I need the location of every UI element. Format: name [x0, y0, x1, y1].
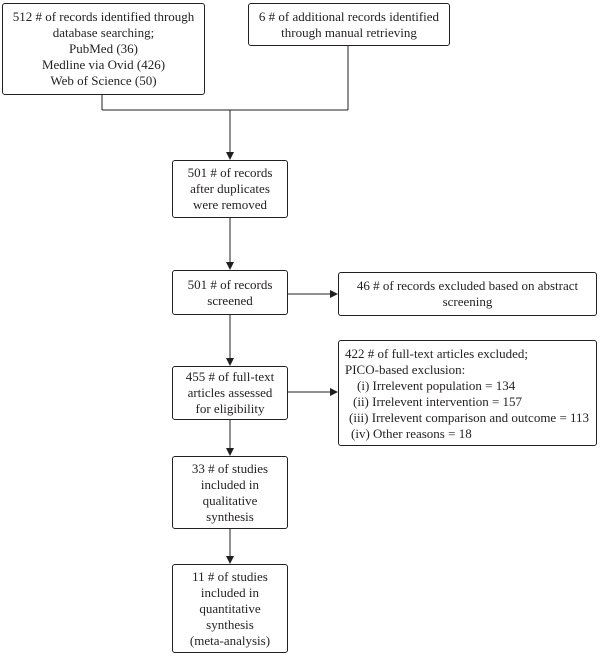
- additional-records-box: 6 # of additional records identified thr…: [248, 3, 450, 46]
- exclusion-item: (iv) Other reasons = 18: [351, 426, 472, 441]
- box-text-line: 455 # of full-text: [185, 369, 275, 384]
- box-text-line: 46 # of records excluded based on abstra…: [356, 278, 579, 293]
- fulltext-assessed-box: 455 # of full-text articles assessed for…: [172, 366, 288, 420]
- box-text-line: (meta-analysis): [189, 632, 271, 648]
- box-text-line: through manual retrieving: [281, 24, 417, 40]
- box-title-line: 422 # of full-text articles excluded;: [345, 346, 529, 361]
- qualitative-synthesis-box: 33 # of studies included in qualitative …: [172, 456, 288, 529]
- box-text-line: after duplicates: [190, 181, 270, 196]
- box-text-line: articles assessed: [187, 385, 273, 400]
- box-text-line: synthesis: [206, 616, 254, 632]
- box-text-line: quantitative: [199, 600, 261, 616]
- box-text-line: 11 # of studies: [192, 568, 268, 584]
- excluded-fulltext-box: 422 # of full-text articles excluded; PI…: [338, 340, 597, 446]
- quantitative-synthesis-box: 11 # of studies included in quantitative…: [172, 564, 288, 653]
- box-text-line: were removed: [193, 197, 267, 212]
- box-text-line: for eligibility: [195, 401, 265, 416]
- box-text-line: 512 # of records identified through: [12, 9, 195, 24]
- box-text-line: synthesis: [206, 508, 254, 524]
- box-text-line: Web of Science (50): [50, 73, 157, 88]
- excluded-abstract-box: 46 # of records excluded based on abstra…: [338, 272, 597, 316]
- duplicates-removed-box: 501 # of records after duplicates were r…: [172, 160, 288, 218]
- box-text-line: included in: [200, 584, 260, 600]
- box-text-line: screened: [207, 292, 253, 308]
- box-text-line: screening: [442, 294, 493, 309]
- box-text-line: 501 # of records: [187, 276, 273, 292]
- exclusion-item: (ii) Irrelevent intervention = 157: [353, 394, 523, 409]
- exclusion-item: (iii) Irrelevent comparison and outcome …: [349, 410, 590, 425]
- exclusion-item: (i) Irrelevent population = 134: [357, 378, 516, 393]
- records-identified-box: 512 # of records identified through data…: [2, 3, 205, 95]
- box-text-line: included in: [200, 476, 260, 492]
- box-text-line: Medline via Ovid (426): [41, 57, 166, 72]
- box-text-line: database searching;: [52, 25, 155, 40]
- box-text-line: qualitative: [202, 492, 258, 508]
- box-text-line: 6 # of additional records identified: [258, 8, 440, 24]
- box-text-line: 501 # of records: [187, 165, 273, 180]
- box-text-line: 33 # of studies: [191, 460, 269, 476]
- box-title-line: PICO-based exclusion:: [345, 362, 466, 377]
- box-text-line: PubMed (36): [69, 41, 138, 56]
- records-screened-box: 501 # of records screened: [172, 270, 288, 315]
